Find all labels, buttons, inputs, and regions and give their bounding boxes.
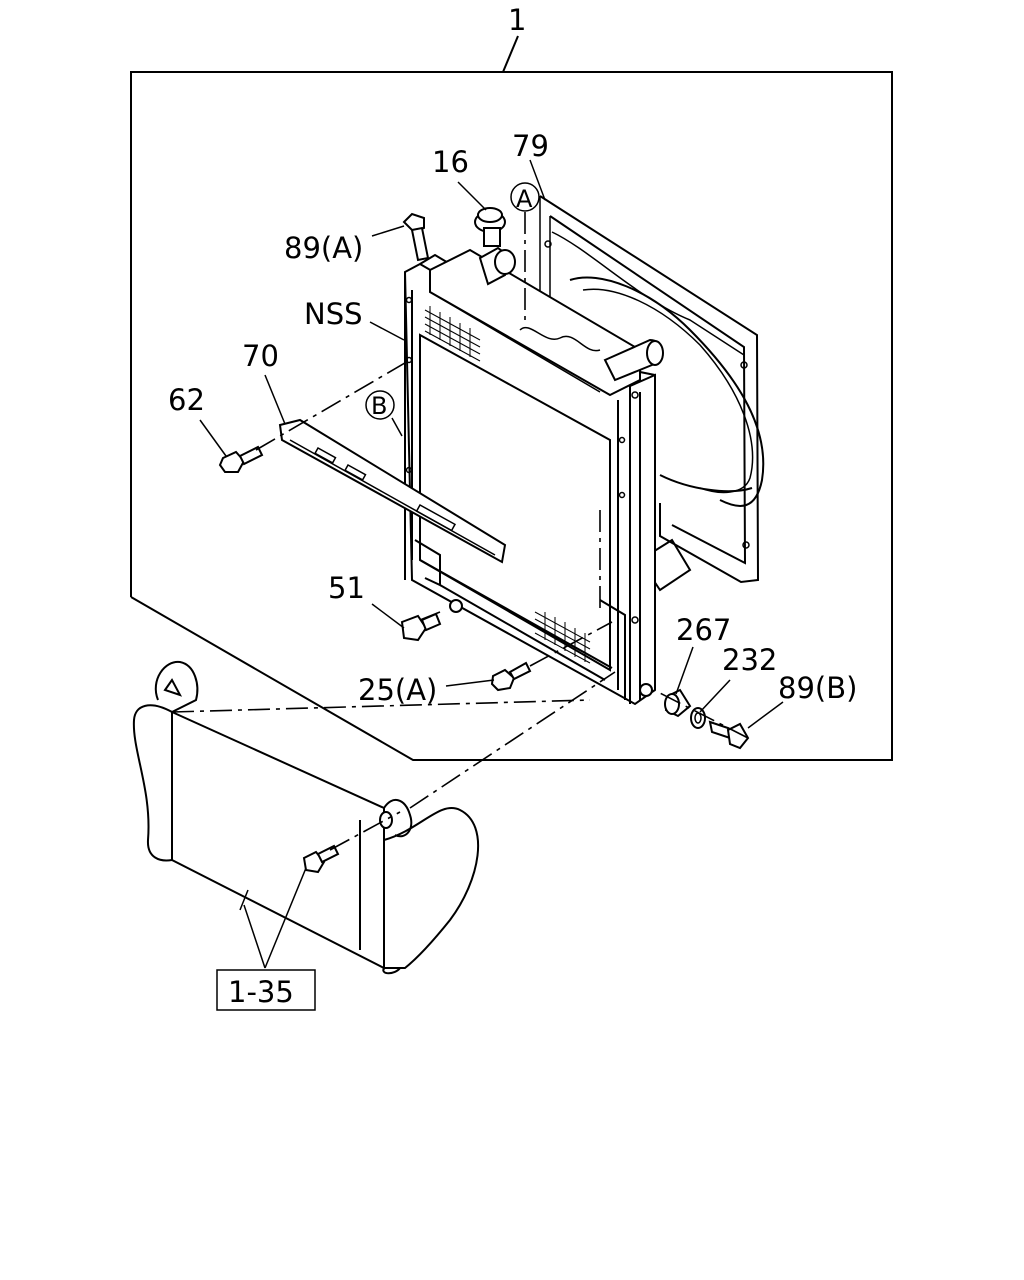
- label-drain: 51: [328, 571, 365, 605]
- mesh-top: [424, 306, 481, 362]
- label-assembly: 1: [508, 3, 526, 37]
- label-bolt-89a: 89(A): [284, 231, 363, 265]
- label-bolt-62: 62: [168, 383, 205, 417]
- radiator-cap: [474, 207, 506, 247]
- intercooler: [132, 660, 480, 975]
- bolt-25a: [490, 661, 532, 692]
- label-shroud: 79: [512, 129, 549, 163]
- ref-a-text: A: [516, 185, 533, 213]
- ref-circle-a: A: [510, 182, 540, 213]
- bolt-89a: [402, 212, 430, 262]
- ref-b-text: B: [371, 392, 387, 420]
- dash-lines: [171, 212, 749, 851]
- ref-circle-b: B: [365, 390, 395, 420]
- label-bolt-25a: 25(A): [358, 673, 437, 707]
- bushing-267: [664, 688, 692, 718]
- label-bolt-89b: 89(B): [778, 671, 857, 705]
- fan-shroud: [539, 195, 765, 592]
- bushing-seat: [639, 683, 653, 697]
- drain-plug: [400, 599, 463, 642]
- side-bracket: [278, 418, 507, 564]
- intercooler-ref-box: 1-35: [216, 969, 316, 1011]
- assembly-outline: [130, 35, 893, 761]
- label-nss: NSS: [304, 297, 363, 331]
- leader-lines: [199, 159, 784, 969]
- intercooler-ref-text: 1-35: [228, 975, 294, 1009]
- label-washer: 232: [722, 643, 777, 677]
- label-bracket: 70: [242, 339, 279, 373]
- label-cap: 16: [432, 145, 469, 179]
- bolt-62: [218, 445, 264, 473]
- washer-232: [690, 707, 706, 729]
- label-bushing: 267: [676, 613, 731, 647]
- radiator-core: [403, 246, 664, 706]
